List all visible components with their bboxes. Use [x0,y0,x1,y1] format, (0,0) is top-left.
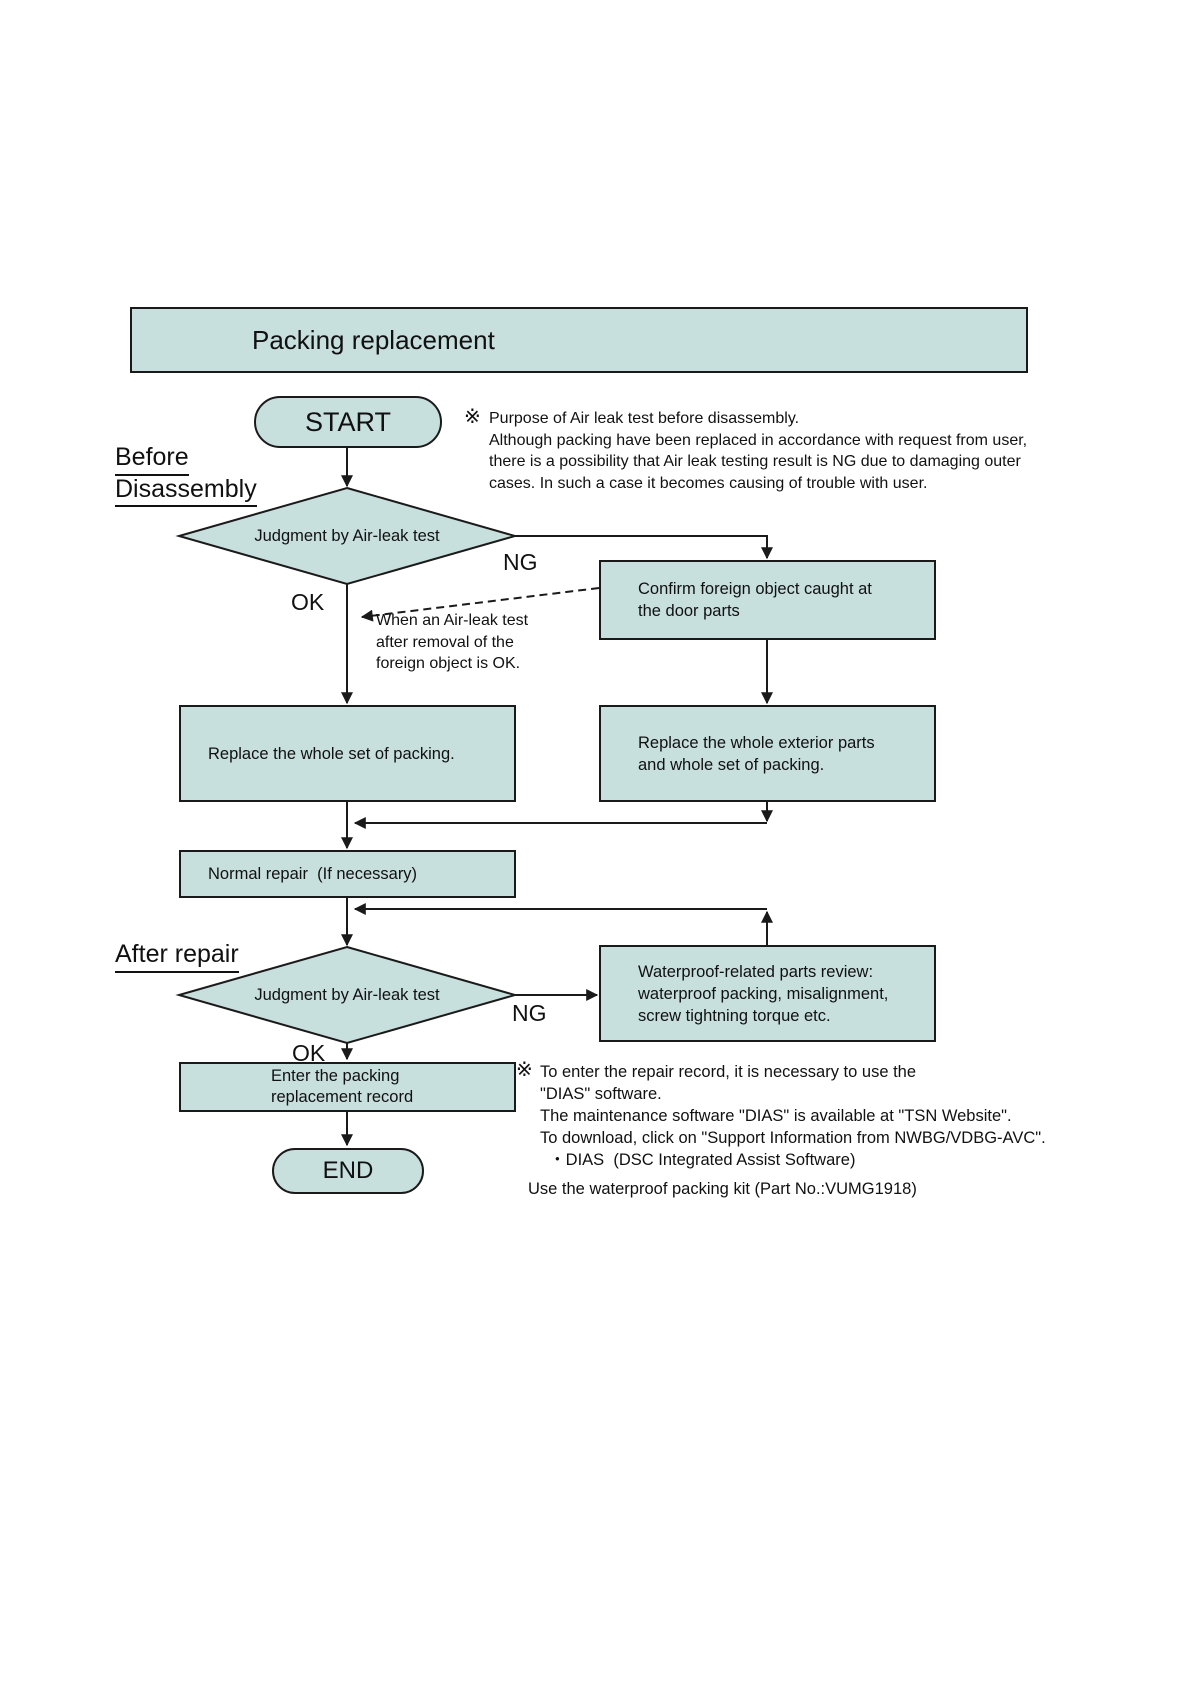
edge-label-ok2: OK [292,1040,326,1066]
edge-label-ok1: OK [291,589,325,615]
node-judgment2-shape [175,945,519,1045]
normal-repair-label: Normal repair (If necessary) [208,865,418,883]
confirm-label: Confirm foreign object caught at the doo… [638,580,872,620]
edge-label-ng2: NG [512,1000,547,1026]
node-judgment2-label: Judgment by Air-leak test [254,985,440,1004]
node-normal-repair: Normal repair (If necessary) [179,850,516,898]
node-judgment1-shape [175,486,519,586]
node-start: START [254,396,442,448]
dias-note: To enter the repair record, it is necess… [540,1063,1046,1169]
edge-dashed-confirm-to-mainline [360,587,600,622]
node-confirm-foreign-object: Confirm foreign object caught at the doo… [599,560,936,640]
node-end: END [272,1148,424,1194]
section-after-repair: After repair [115,940,239,973]
before-label-line1: Before [115,443,189,476]
replace-exterior-label: Replace the whole exterior parts and who… [638,733,875,774]
node-replace-exterior: Replace the whole exterior parts and who… [599,705,936,802]
replace-packing-label: Replace the whole set of packing. [208,744,455,763]
start-label: START [304,407,391,437]
before-label-line2: Disassembly [115,475,257,507]
title-bar: Packing replacement [130,307,1028,373]
end-label: END [322,1157,374,1184]
purpose-note: Purpose of Air leak test before disassem… [489,410,1028,492]
edge-judgment1-ng-to-confirm [515,535,773,560]
airleak-ok-note: When an Air-leak test after removal of t… [376,612,529,672]
packing-kit-note: Use the waterproof packing kit (Part No.… [528,1180,917,1198]
node-enter-record: Enter the packing replacement record [179,1062,516,1112]
node-judgment1-label: Judgment by Air-leak test [254,526,440,545]
after-repair-label: After repair [115,940,239,973]
waterproof-review-label: Waterproof-related parts review: waterpr… [638,962,889,1025]
node-replace-packing: Replace the whole set of packing. [179,705,516,802]
edge-label-ng1: NG [503,549,538,575]
page-title: Packing replacement [252,325,495,355]
reference-mark-purpose: ※ [464,406,481,428]
node-waterproof-review: Waterproof-related parts review: waterpr… [599,945,936,1042]
section-before-disassembly: Before Disassembly [115,443,257,507]
reference-mark-dias: ※ [516,1059,533,1081]
enter-record-label: Enter the packing replacement record [271,1067,414,1106]
